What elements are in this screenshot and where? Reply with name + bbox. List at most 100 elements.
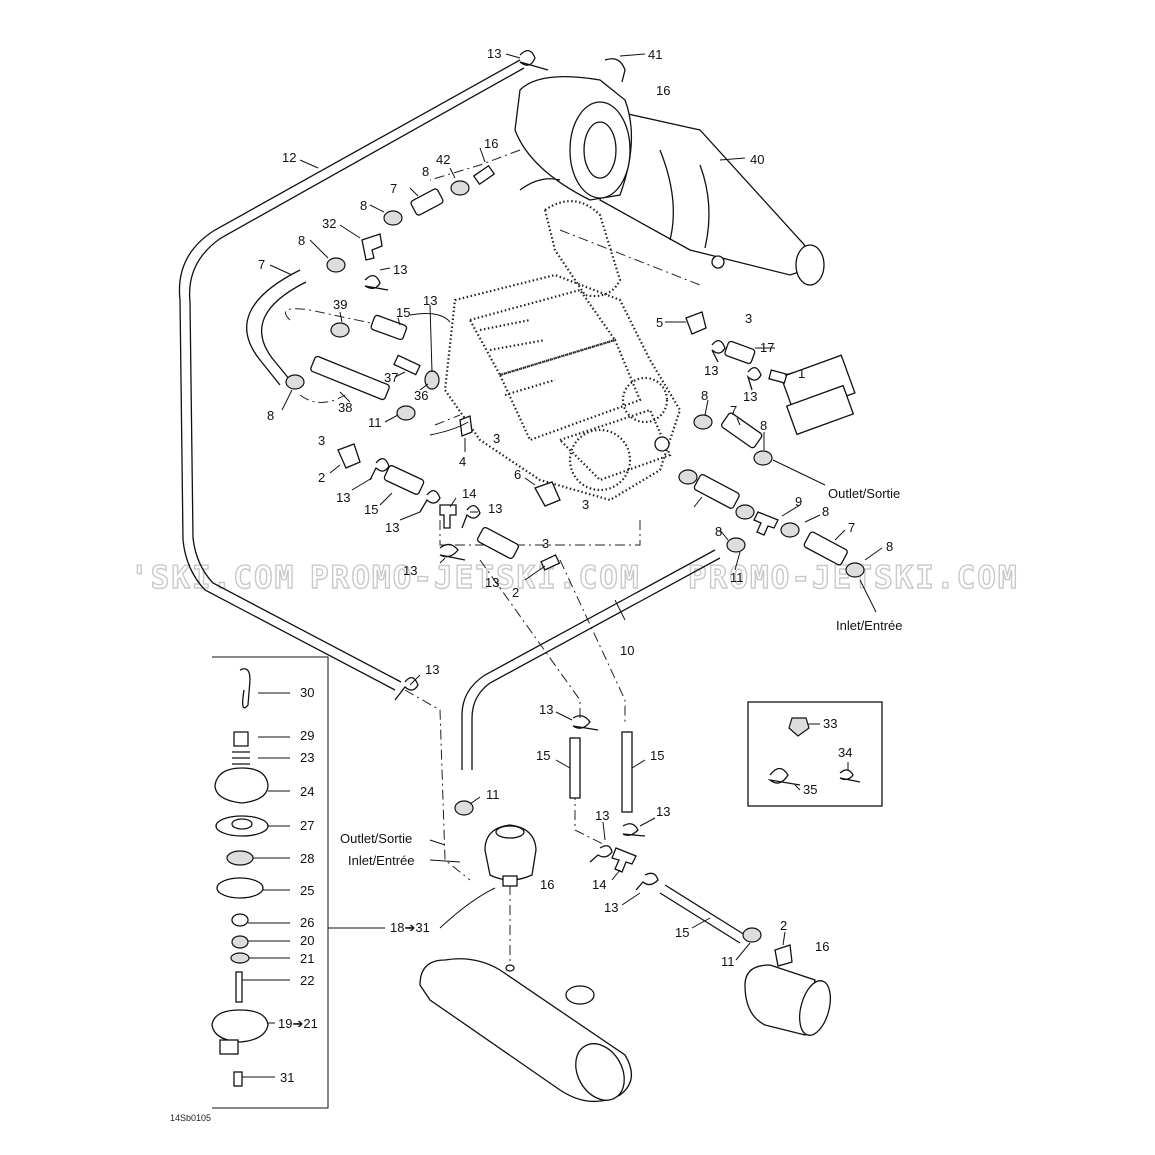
diagram-code: 14Sb0105 — [170, 1113, 211, 1123]
flow-arrows — [409, 313, 877, 929]
callout-31: 31 — [280, 1070, 294, 1085]
label-inlet-left: Inlet/Entrée — [348, 853, 415, 868]
callout-13-d: 13 — [704, 363, 718, 378]
callout-15-e: 15 — [675, 925, 689, 940]
callout-6: 6 — [514, 467, 521, 482]
callout-13-i: 13 — [485, 575, 499, 590]
exhaust-elbow — [519, 178, 622, 298]
label-outlet-top: Outlet/Sortie — [828, 486, 900, 501]
callout-13-g: 13 — [385, 520, 399, 535]
callout-34: 34 — [838, 745, 852, 760]
callout-15-b: 15 — [364, 502, 378, 517]
callout-13-l: 13 — [539, 702, 553, 717]
callout-16-a: 16 — [656, 83, 670, 98]
callout-11-b: 11 — [730, 570, 744, 585]
callout-15-c: 15 — [536, 748, 550, 763]
hose-segments — [246, 188, 856, 944]
callout-8-f: 8 — [760, 418, 767, 433]
callout-8-b: 8 — [360, 198, 367, 213]
callout-40: 40 — [750, 152, 764, 167]
callout-30: 30 — [300, 685, 314, 700]
label-inlet-right: Inlet/Entrée — [836, 618, 903, 633]
callout-13-n: 13 — [656, 804, 670, 819]
callout-11-c: 11 — [486, 787, 500, 802]
callout-13-h: 13 — [488, 501, 502, 516]
callout-2-b: 2 — [512, 585, 519, 600]
callout-37: 37 — [384, 370, 398, 385]
callout-19-21: 19➔21 — [278, 1016, 318, 1031]
reservoir — [484, 824, 537, 887]
callout-24: 24 — [300, 784, 314, 799]
callout-10: 10 — [620, 643, 634, 658]
watermark: 'SKI.COM PROMO-JETSKI.COM PROMO-JETSKI.C… — [129, 559, 1017, 596]
callout-7-d: 7 — [848, 520, 855, 535]
flow-labels: Outlet/Sortie Inlet/Entrée Outlet/Sortie… — [340, 486, 903, 935]
callout-41: 41 — [648, 47, 662, 62]
callout-1: 1 — [798, 366, 805, 381]
callout-13-b: 13 — [393, 262, 407, 277]
callout-17: 17 — [760, 340, 774, 355]
water-tank — [419, 958, 632, 1103]
callout-13-e: 13 — [743, 389, 757, 404]
callout-9: 9 — [795, 494, 802, 509]
callout-8-h: 8 — [886, 539, 893, 554]
callout-3-c: 3 — [493, 431, 500, 446]
callout-4: 4 — [459, 454, 466, 469]
hose-10 — [461, 549, 721, 770]
callout-36: 36 — [414, 388, 428, 403]
callout-14-b: 14 — [592, 877, 606, 892]
routing-lines — [285, 149, 701, 965]
callout-11-d: 11 — [721, 954, 735, 969]
exhaust-muffler — [514, 76, 825, 286]
engine-block — [443, 273, 682, 502]
callout-13-m: 13 — [595, 808, 609, 823]
fastener-inset — [747, 701, 883, 807]
callout-32: 32 — [322, 216, 336, 231]
callout-21: 21 — [300, 951, 314, 966]
callout-11-a: 11 — [368, 415, 382, 430]
callout-28: 28 — [300, 851, 314, 866]
callout-33: 33 — [823, 716, 837, 731]
clamps — [285, 180, 865, 943]
kit-inset — [211, 656, 385, 1109]
callout-5: 5 — [656, 315, 663, 330]
watermark-text-1: 'SKI.COM — [130, 560, 295, 596]
callout-16-b: 16 — [484, 136, 498, 151]
callout-15-a: 15 — [396, 305, 410, 320]
callout-13-a: 13 — [487, 46, 501, 61]
callout-7-b: 7 — [258, 257, 265, 272]
callout-numbers: 13 41 16 40 12 16 42 8 7 8 32 8 7 13 39 … — [258, 46, 893, 1085]
callout-3-e: 3 — [542, 536, 549, 551]
callout-22: 22 — [300, 973, 314, 988]
callout-13-f: 13 — [336, 490, 350, 505]
hose-12 — [178, 59, 525, 691]
callout-38: 38 — [338, 400, 352, 415]
callout-7-c: 7 — [730, 403, 737, 418]
callout-3-d: 3 — [582, 497, 589, 512]
callout-8-c: 8 — [298, 233, 305, 248]
callout-39: 39 — [333, 297, 347, 312]
callout-26: 26 — [300, 915, 314, 930]
watermark-text-2: PROMO-JETSKI.COM — [310, 560, 641, 596]
callout-13-k: 13 — [425, 662, 439, 677]
callout-12: 12 — [282, 150, 296, 165]
callout-2-c: 2 — [780, 918, 787, 933]
callout-16-c: 16 — [540, 877, 554, 892]
callout-8-g: 8 — [822, 504, 829, 519]
callout-leaders — [242, 53, 883, 1078]
tie-clamps — [364, 50, 863, 891]
callout-8-d: 8 — [701, 388, 708, 403]
callout-15-d: 15 — [650, 748, 664, 763]
outlet-fitting — [744, 964, 831, 1036]
callout-20: 20 — [300, 933, 314, 948]
fittings — [337, 58, 793, 967]
callout-8-a: 8 — [422, 164, 429, 179]
callout-13-j: 13 — [403, 563, 417, 578]
callout-14-a: 14 — [462, 486, 476, 501]
callout-23: 23 — [300, 750, 314, 765]
label-outlet-left: Outlet/Sortie — [340, 831, 412, 846]
callout-13-o: 13 — [604, 900, 618, 915]
callout-27: 27 — [300, 818, 314, 833]
callout-25: 25 — [300, 883, 314, 898]
